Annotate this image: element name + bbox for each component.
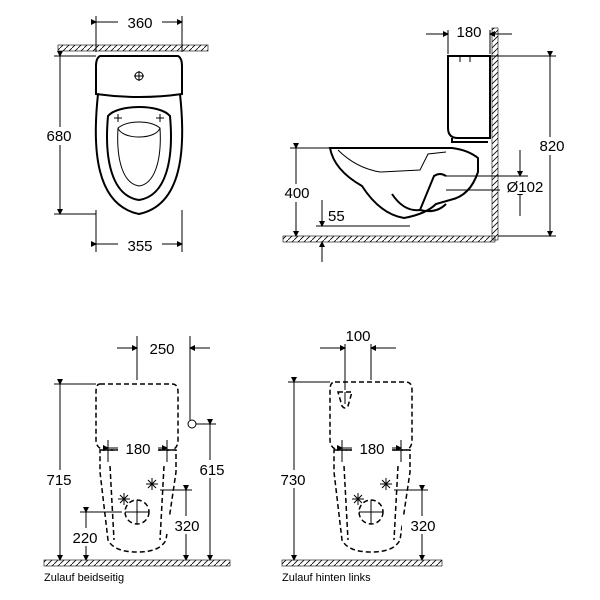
side-view-drawing: Ø102 180 820 400 55	[277, 22, 572, 262]
seat-outline	[117, 121, 161, 187]
pedestal-dashed-outline-right	[333, 449, 411, 553]
floor-hatch-side	[282, 235, 496, 243]
dim-320-right-label: 320	[410, 518, 435, 535]
dim-100-label: 100	[345, 328, 370, 345]
dim-180-side-label: 180	[456, 24, 481, 41]
plan-right-drawing: 100 180 730 320 Zulauf hinten links	[274, 326, 444, 584]
top-view-drawing: 360 680 355	[40, 13, 209, 255]
tank-dashed-outline-left	[95, 383, 179, 451]
dim-680-label: 680	[46, 128, 71, 145]
dim-615-label: 615	[199, 462, 224, 479]
dim-355-label: 355	[127, 238, 152, 255]
tank-outline-side	[447, 55, 491, 139]
caption-plan-left: Zulauf beidseitig	[44, 572, 124, 584]
dim-715-label: 715	[46, 472, 71, 489]
dim-730-label: 730	[280, 472, 305, 489]
dim-220-label: 220	[72, 530, 97, 547]
wall-hatch-side	[491, 27, 499, 241]
dim-320-left-label: 320	[174, 518, 199, 535]
wall-hatch-top	[57, 44, 209, 52]
tank-outline-top-view	[95, 55, 183, 98]
floor-hatch-plan-left	[43, 559, 231, 567]
dim-180-plan-right-label: 180	[359, 441, 384, 458]
dim-250-label: 250	[149, 341, 174, 358]
dim-180-plan-left-label: 180	[125, 441, 150, 458]
dim-360-label: 360	[127, 15, 152, 32]
fixing-marks-left	[118, 478, 158, 505]
fixing-marks-right	[352, 478, 392, 505]
bowl-outline-top-view	[94, 93, 184, 216]
dim-diameter-102-label: Ø102	[507, 179, 544, 196]
inlet-symbol-right	[337, 391, 353, 409]
dim-55-label: 55	[328, 208, 345, 225]
bowl-inner-outline	[106, 106, 172, 202]
inlet-circle-left	[187, 419, 197, 429]
caption-plan-right: Zulauf hinten links	[282, 572, 371, 584]
dim-400-label: 400	[284, 185, 309, 202]
dim-820-label: 820	[539, 138, 564, 155]
floor-hatch-plan-right	[281, 559, 443, 567]
bowl-outline-side	[328, 147, 479, 220]
pedestal-dashed-outline-left	[99, 449, 177, 553]
plan-left-drawing: 250 180 715 615 320 220 Zulauf beidseiti…	[40, 336, 232, 584]
